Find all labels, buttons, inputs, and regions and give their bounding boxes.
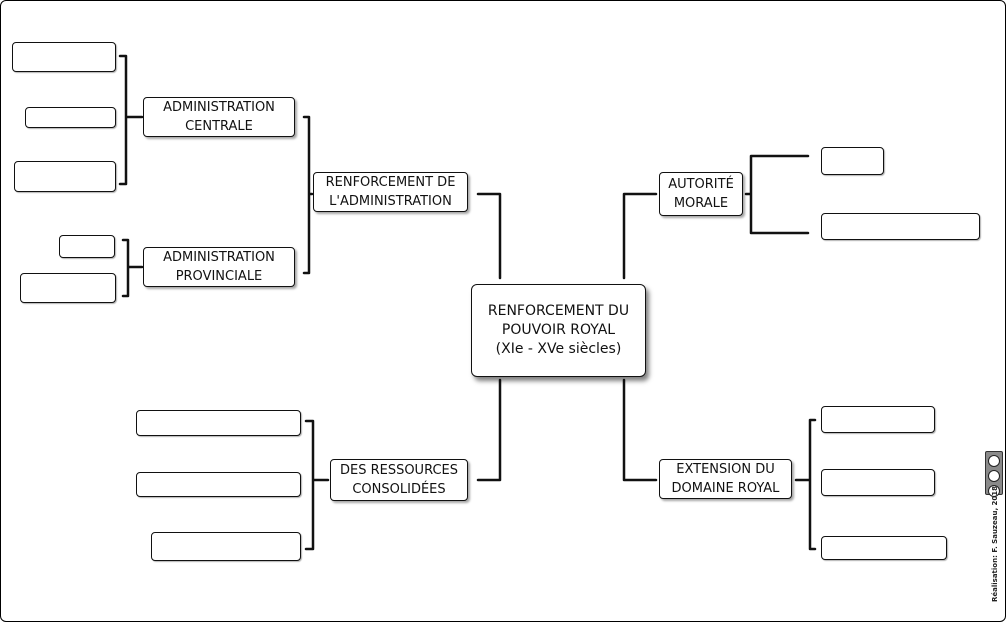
node-autorite-morale: AUTORITÉ MORALE bbox=[659, 172, 743, 216]
node-administration-centrale: ADMINISTRATION CENTRALE bbox=[143, 97, 295, 137]
blank-slot[interactable] bbox=[136, 410, 301, 436]
node-administration-provinciale: ADMINISTRATION PROVINCIALE bbox=[143, 247, 295, 287]
brace-administration bbox=[302, 115, 314, 275]
link-center-ressources bbox=[476, 378, 502, 482]
brace-ressources bbox=[304, 419, 330, 551]
blank-slot[interactable] bbox=[821, 147, 884, 175]
blank-slot[interactable] bbox=[151, 532, 301, 561]
cc-nc-icon bbox=[988, 485, 1000, 497]
creative-commons-icon bbox=[985, 451, 1003, 497]
blank-slot[interactable] bbox=[821, 406, 935, 433]
blank-slot[interactable] bbox=[14, 161, 116, 192]
blank-slot[interactable] bbox=[821, 213, 980, 240]
link-center-administration bbox=[476, 192, 502, 280]
blank-slot[interactable] bbox=[821, 469, 935, 496]
cc-by-icon bbox=[988, 470, 1000, 482]
brace-admin-provinciale bbox=[121, 238, 144, 298]
brace-domaine bbox=[794, 418, 817, 551]
brace-autorite bbox=[744, 154, 810, 235]
node-extension-domaine: EXTENSION DU DOMAINE ROYAL bbox=[659, 459, 792, 499]
credit-text: Réalisation: F. Sauzeau, 2018 bbox=[991, 485, 999, 602]
blank-slot[interactable] bbox=[59, 235, 115, 258]
node-ressources-consolidees: DES RESSOURCES CONSOLIDÉES bbox=[330, 459, 468, 501]
brace-admin-centrale bbox=[118, 54, 144, 186]
link-center-domaine bbox=[622, 378, 658, 482]
blank-slot[interactable] bbox=[136, 472, 301, 497]
central-node: RENFORCEMENT DU POUVOIR ROYAL (XIe - XVe… bbox=[471, 284, 646, 377]
blank-slot[interactable] bbox=[821, 536, 947, 560]
link-center-autorite bbox=[622, 192, 658, 280]
blank-slot[interactable] bbox=[20, 273, 116, 303]
node-renforcement-administration: RENFORCEMENT DE L'ADMINISTRATION bbox=[313, 172, 468, 212]
blank-slot[interactable] bbox=[25, 107, 116, 128]
cc-circle-icon bbox=[988, 455, 1000, 467]
blank-slot[interactable] bbox=[12, 42, 116, 72]
